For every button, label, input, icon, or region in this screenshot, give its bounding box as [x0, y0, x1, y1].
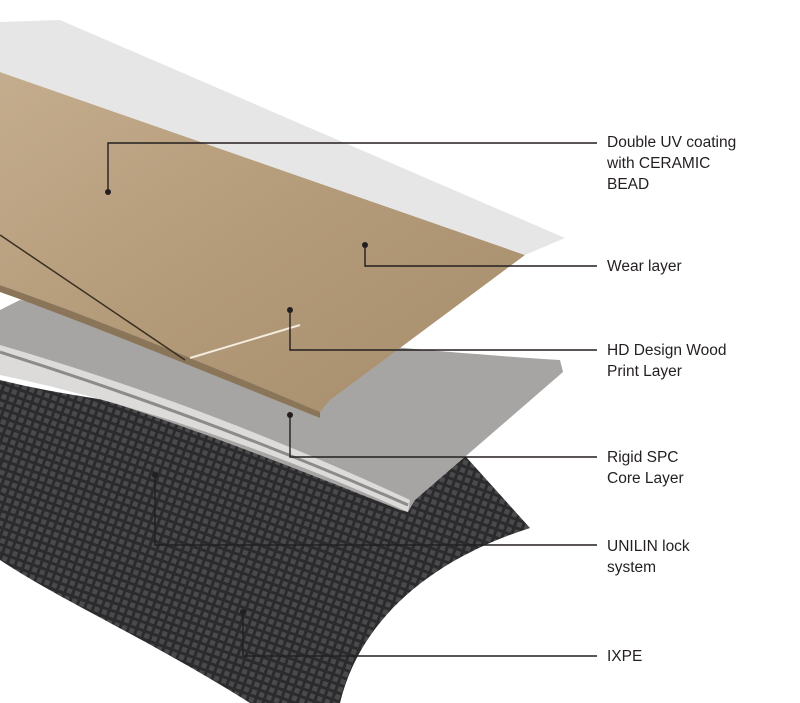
core-layer [0, 300, 563, 512]
lock-groove [0, 350, 409, 507]
label-print-layer: HD Design Wood Print Layer [607, 342, 727, 380]
label-core-layer: Rigid SPC Core Layer [607, 449, 684, 487]
board-seam [0, 234, 186, 361]
coating-layer [0, 20, 565, 255]
wood-edge [0, 285, 320, 418]
label-coating: Double UV coating with CERAMIC BEAD [607, 134, 737, 193]
label-ixpe: IXPE [607, 648, 643, 665]
label-wear-layer: Wear layer [607, 258, 682, 275]
board-seam-light [189, 324, 301, 359]
wood-print-layer [0, 72, 525, 412]
leader-lines [107, 142, 597, 657]
label-lock-system: UNILIN lock system [607, 538, 690, 576]
